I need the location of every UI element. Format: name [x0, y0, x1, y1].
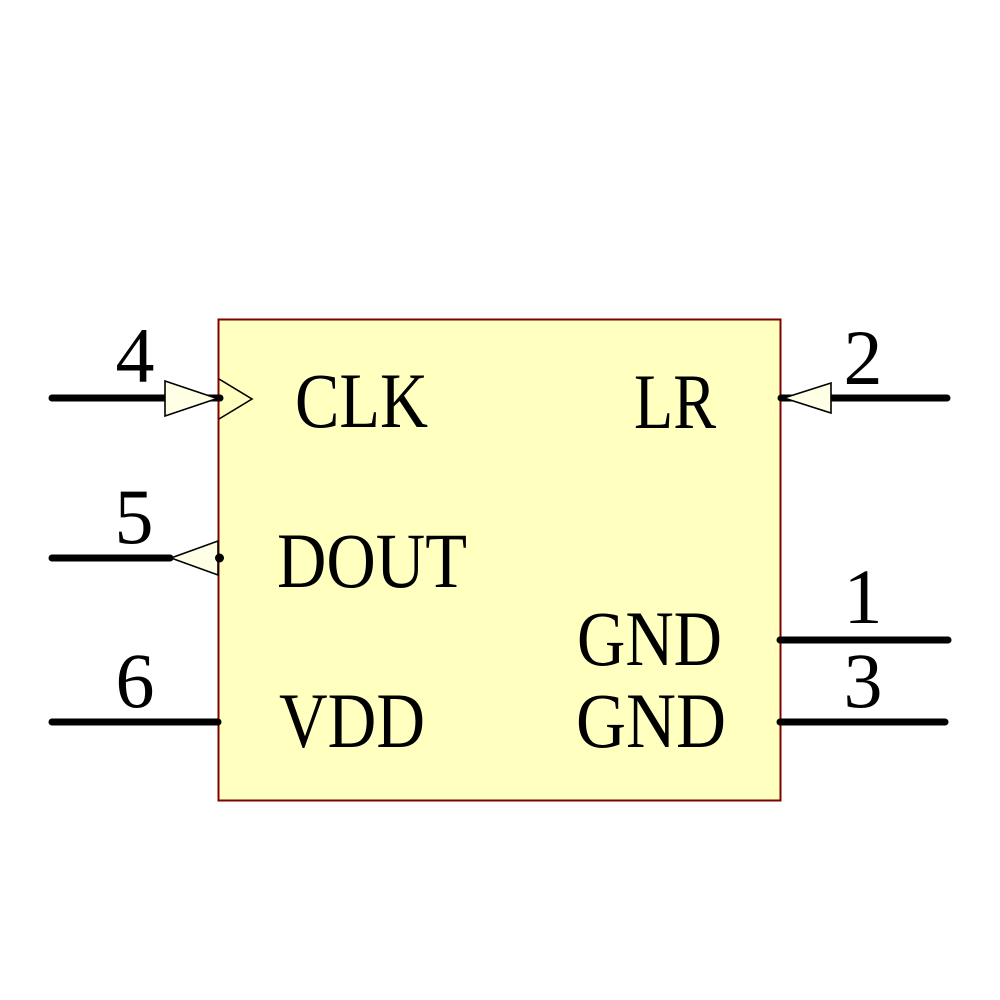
pin-4-input-arrow-icon	[164, 379, 220, 418]
pin-3-gnd[interactable]: 3 GND	[576, 637, 949, 764]
pin-2-input-arrow-icon	[781, 381, 832, 415]
pin-4-label: CLK	[295, 357, 428, 444]
pin-6-number: 6	[116, 637, 155, 724]
pin-5-dout[interactable]: 5 DOUT	[48, 473, 467, 604]
pin-1-number: 1	[844, 553, 883, 640]
pin-1-label: GND	[577, 595, 722, 682]
pin-3-number: 3	[844, 637, 883, 724]
component-body[interactable]	[217, 318, 782, 802]
pin-5-output-arrow-icon	[168, 539, 219, 577]
pin-6-label: VDD	[279, 677, 425, 764]
pin-1-gnd[interactable]: 1 GND	[577, 553, 952, 682]
pin-5-number: 5	[115, 473, 154, 560]
pin-5-endpoint-dot	[215, 553, 224, 563]
pin-5-label: DOUT	[277, 517, 467, 604]
pin-2-label: LR	[634, 358, 716, 445]
pin-3-label: GND	[576, 677, 726, 764]
pin-4-clk[interactable]: 4 CLK	[48, 312, 428, 444]
pin-2-lr[interactable]: 2 LR	[634, 314, 951, 445]
component-symbol[interactable]: 4 CLK 5 DOUT 6 VDD 2 LR	[48, 312, 952, 802]
pin-4-number: 4	[116, 312, 155, 399]
pin-6-vdd[interactable]: 6 VDD	[48, 637, 425, 764]
pin-4-clock-chevron-icon	[218, 378, 254, 420]
pin-2-number: 2	[844, 314, 883, 401]
